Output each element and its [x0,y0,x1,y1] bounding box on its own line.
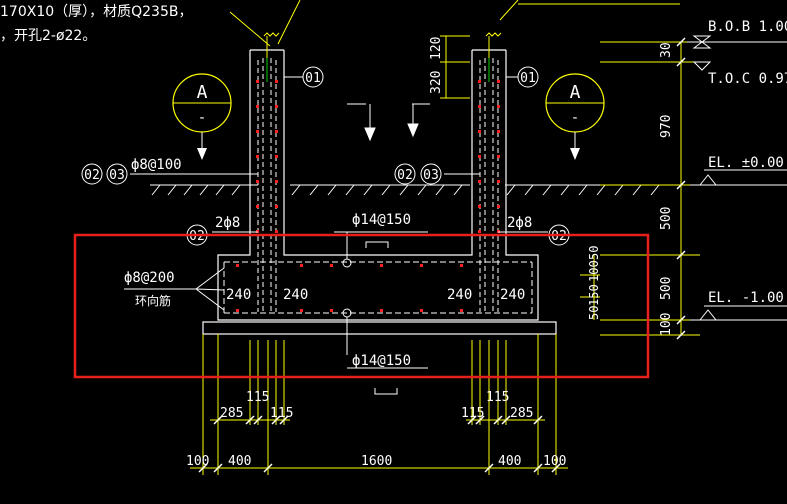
dim-30: 30 [659,42,674,58]
center-lines [266,58,490,82]
vertical-dimension-line [580,41,700,336]
ring-rebar-label: 环向筋 [135,293,171,308]
dim-150: 150 [587,284,601,306]
pier-rebar-left [257,58,277,312]
bracket-mark-bottom [374,388,398,395]
stirrup-marks [256,80,500,233]
rebar-label-14-150-top: ф14@150 [352,212,411,228]
section-letter-left: A [197,82,208,103]
load-arrows [347,103,430,142]
dim-50-bottom: 50 [587,306,601,320]
dim-120: 120 [429,37,444,60]
slab-rebar-dots [236,264,463,312]
highlight-selection-box [73,233,650,379]
svg-text:03: 03 [109,168,125,183]
dim-100-right: 100 [659,313,674,336]
rebar-marker-top [342,258,352,268]
svg-text:02: 02 [189,229,205,244]
ring-rebar-leaders [124,267,225,311]
svg-text:T.O.C 0.97: T.O.C 0.97 [708,71,787,87]
svg-text:01: 01 [520,71,536,86]
dim-115-right-b: 115 [461,406,484,421]
dim-970: 970 [659,115,674,138]
dim-400-right: 400 [498,454,521,469]
anchor-bolt-right [485,32,502,58]
section-dash-left: - [198,110,206,126]
dim-100-mid: 100 [587,260,601,282]
dim-285-right: 285 [510,406,533,421]
dim-50-top: 50 [587,246,601,260]
svg-text:EL. ±0.00: EL. ±0.00 [708,155,784,171]
bracket-mark-top [365,241,389,248]
section-dash-right: - [571,110,579,126]
section-symbol-right: A - [545,73,605,160]
elevation-marker-bob: B.O.B 1.00 [687,19,787,49]
dim-115-left-a: 115 [246,390,269,405]
elevation-marker-el-neg1: EL. -1.00 [690,290,787,321]
hole-spec-note: ，开孔2-ø22。 [0,28,96,44]
rebar-label-2-8-right: 2ф8 [507,215,532,231]
ground-line [150,184,680,196]
plate-spec-note: 170X10（厚），材质Q235B， [0,4,192,20]
pier-rebar-right [479,58,499,312]
note-leader-left-2 [277,0,301,45]
item-bubble-01-left: 01 [284,66,324,88]
dim-400-left: 400 [228,454,251,469]
pier-top-dims [440,35,470,99]
note-leader-right [499,0,519,21]
dim-100-bottom-left: 100 [186,454,209,469]
item-bubble-01-right: 01 [506,66,539,88]
note-leader-left [229,11,271,47]
item-bubble-02-03-right: 02 03 [394,163,480,185]
rebar-label-14-150-bottom: ф14@150 [352,353,411,369]
dim-500-upper: 500 [659,207,674,230]
dim-240-a: 240 [226,287,251,303]
svg-text:B.O.B 1.00: B.O.B 1.00 [708,19,787,35]
svg-text:02: 02 [397,168,413,183]
dim-1600: 1600 [361,454,392,469]
svg-text:EL. -1.00: EL. -1.00 [708,290,784,306]
dim-240-b: 240 [283,287,308,303]
bottom-dim-ticks [198,415,561,473]
dim-285-left: 285 [220,406,243,421]
elevation-marker-toc: T.O.C 0.97 [692,61,787,87]
dim-115-right-a: 115 [486,390,509,405]
item-bubble-02-right-low: 02 2ф8 [498,215,570,246]
dim-ticks-right [676,37,686,340]
rebar-label-8-100: ф8@100 [131,157,182,173]
dim-100-bottom-right: 100 [543,454,566,469]
rebar-label-8-200: ф8@200 [124,270,175,286]
dim-240-c: 240 [447,287,472,303]
svg-text:02: 02 [551,229,567,244]
dim-500-lower: 500 [659,277,674,300]
elevation-marker-el0: EL. ±0.00 [690,155,787,186]
item-bubble-02-left-low: 02 2ф8 [186,215,258,246]
dim-320: 320 [429,71,444,94]
dim-115-left-b: 115 [270,406,293,421]
anchor-bolt-left [263,32,280,58]
section-symbol-left: A - [172,73,232,160]
slab-rebar [223,261,533,314]
dim-240-d: 240 [500,287,525,303]
item-bubble-02-03-left: 02 03 ф8@100 [81,157,258,185]
svg-text:01: 01 [305,71,321,86]
section-letter-right: A [570,82,581,103]
svg-text:02: 02 [84,168,100,183]
rebar-label-2-8-left: 2ф8 [215,215,240,231]
svg-text:03: 03 [423,168,439,183]
